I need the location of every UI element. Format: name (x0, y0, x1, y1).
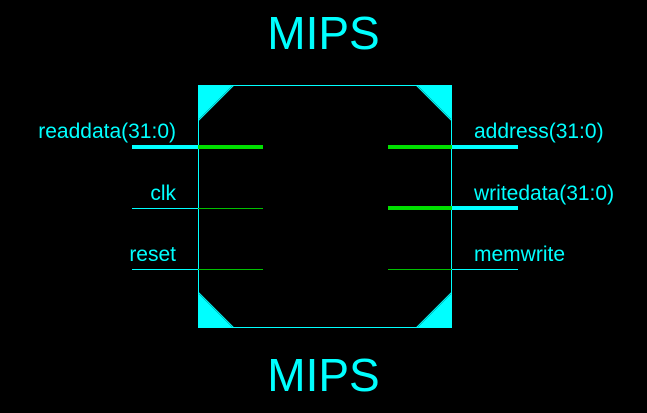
wire-internal-readdata[interactable] (198, 145, 263, 149)
diagram-title-top: MIPS (267, 7, 380, 59)
wire-internal-address[interactable] (388, 145, 452, 149)
wire-external-clk[interactable] (132, 208, 198, 209)
wire-internal-clk[interactable] (198, 208, 263, 209)
corner-triangle-bottom-right (417, 293, 452, 328)
port-label-memwrite: memwrite (474, 243, 566, 266)
corner-triangle-bottom-left (198, 293, 233, 328)
wire-internal-reset[interactable] (198, 269, 263, 270)
port-label-readdata: readdata(31:0) (38, 120, 176, 143)
block-octagon-outline (198, 85, 452, 328)
wire-external-address[interactable] (452, 145, 518, 149)
corner-triangle-top-right (417, 85, 452, 120)
mips-block-outline (198, 85, 452, 328)
wire-external-writedata[interactable] (452, 206, 518, 210)
wire-external-reset[interactable] (132, 269, 198, 270)
wire-internal-writedata[interactable] (388, 206, 452, 210)
block-shape-svg (198, 85, 452, 328)
port-label-reset: reset (129, 243, 176, 266)
port-label-clk: clk (150, 182, 176, 205)
corner-triangle-top-left (198, 85, 233, 120)
port-label-address: address(31:0) (474, 120, 604, 143)
wire-internal-memwrite[interactable] (388, 269, 452, 270)
port-label-writedata: writedata(31:0) (474, 182, 615, 205)
wire-external-readdata[interactable] (132, 145, 198, 149)
diagram-title-bottom: MIPS (267, 349, 380, 401)
wire-external-memwrite[interactable] (452, 269, 518, 270)
